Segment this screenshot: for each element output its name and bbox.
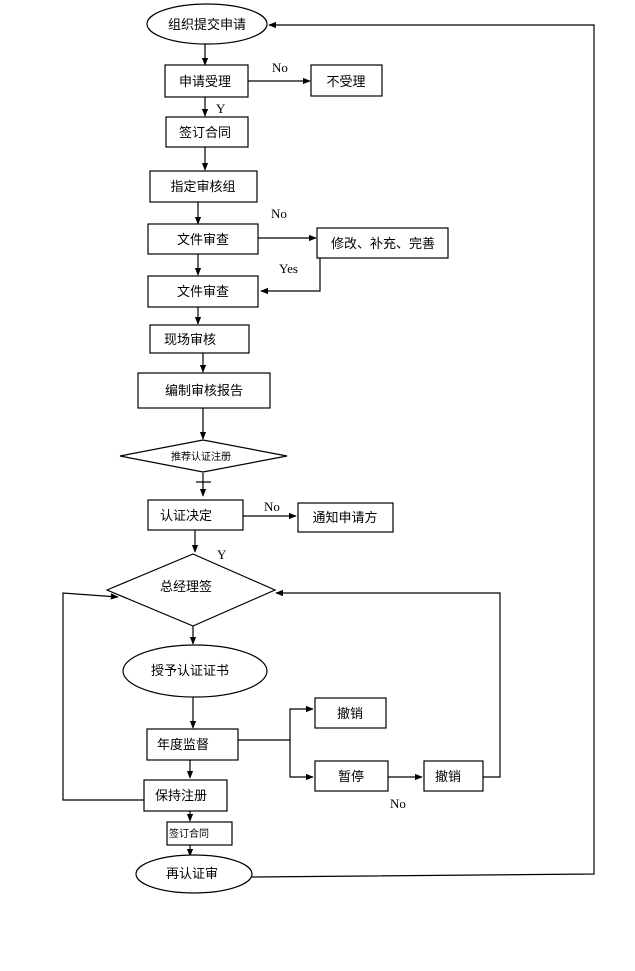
- revoke-1-label: 撤销: [337, 706, 363, 722]
- not-accepted-label: 不受理: [326, 75, 365, 90]
- recertification-label: 再认证审: [166, 867, 218, 882]
- label-no-decision: No: [264, 499, 280, 514]
- maintain-registration-label: 保持注册: [155, 789, 207, 804]
- arrow-supervision-to-revoke: [238, 705, 314, 741]
- recommend-registration-label: 推荐认证注册: [171, 450, 231, 463]
- label-yes-decision: Y: [217, 547, 227, 562]
- box-shape: [143, 779, 228, 812]
- assign-audit-team-label: 指定审核组: [170, 180, 235, 195]
- revise-supplement-label: 修改、补充、完善: [331, 236, 435, 252]
- label-no-accept: No: [272, 60, 288, 75]
- box-shape: [166, 821, 233, 846]
- node-document-review-1: 文件审查: [147, 223, 259, 255]
- box-shape: [316, 227, 449, 259]
- box-shape: [164, 64, 249, 98]
- suspend-label: 暂停: [338, 769, 364, 785]
- node-revise-supplement: 修改、补充、完善: [316, 227, 449, 259]
- box-shape: [147, 223, 259, 255]
- annual-supervision-label: 年度监督: [157, 737, 209, 753]
- node-document-review-2: 文件审查: [147, 275, 259, 308]
- node-accept-application: 申请受理: [164, 64, 249, 98]
- ellipse-shape: [146, 3, 268, 45]
- arrow-revise-to-review2: [260, 258, 321, 295]
- grant-certificate-label: 授予认证证书: [151, 664, 229, 679]
- box-shape: [314, 760, 389, 792]
- document-review-2-label: 文件审查: [177, 285, 229, 300]
- node-prepare-audit-report: 编制审核报告: [137, 372, 271, 409]
- box-shape: [149, 324, 250, 354]
- node-recommend-registration: 推荐认证注册: [119, 439, 288, 473]
- label-no-review: No: [271, 206, 287, 221]
- ellipse-shape: [122, 644, 268, 698]
- node-assign-audit-team: 指定审核组: [149, 170, 258, 203]
- node-sign-contract: 签订合同: [165, 116, 249, 148]
- certification-decision-label: 认证决定: [160, 509, 212, 524]
- box-shape: [147, 499, 244, 531]
- branch-labels: No Y No Yes No Y No: [216, 60, 406, 811]
- ellipse-shape: [135, 854, 253, 894]
- arrow-recert-to-submit: [251, 21, 595, 878]
- onsite-audit-label: 现场审核: [164, 333, 216, 348]
- node-recertification: 再认证审: [135, 854, 253, 894]
- node-certification-decision: 认证决定: [147, 499, 244, 531]
- diamond-shape: [119, 439, 288, 473]
- node-not-accepted: 不受理: [310, 64, 383, 97]
- arrow-revoke2-to-gm: [275, 589, 501, 778]
- node-sign-contract-2: 签订合同: [166, 821, 233, 846]
- node-onsite-audit: 现场审核: [149, 324, 250, 354]
- node-revoke-2: 撤销: [423, 760, 484, 792]
- node-submit-application: 组织提交申请: [146, 3, 268, 45]
- box-shape: [314, 697, 387, 729]
- revoke-2-label: 撤销: [435, 769, 461, 785]
- box-shape: [165, 116, 249, 148]
- label-yes-accept: Y: [216, 101, 226, 116]
- box-shape: [310, 64, 383, 97]
- node-maintain-registration: 保持注册: [143, 779, 228, 812]
- arrow-maintain-to-gm: [62, 592, 144, 801]
- submit-application-label: 组织提交申请: [168, 17, 246, 33]
- node-grant-certificate: 授予认证证书: [122, 644, 268, 698]
- accept-application-label: 申请受理: [179, 75, 231, 90]
- arrow-supervision-to-suspend: [289, 740, 314, 781]
- diamond-shape: [105, 553, 277, 627]
- gm-sign-label: 总经理签: [160, 579, 212, 595]
- box-shape: [147, 275, 259, 308]
- sign-contract-2-label: 签订合同: [169, 827, 209, 840]
- node-revoke-1: 撤销: [314, 697, 387, 729]
- box-shape: [297, 502, 394, 533]
- node-notify-applicant: 通知申请方: [297, 502, 394, 533]
- node-suspend: 暂停: [314, 760, 389, 792]
- label-yes-review: Yes: [279, 261, 298, 276]
- document-review-1-label: 文件审查: [177, 233, 229, 248]
- connectors: [62, 21, 595, 878]
- box-shape: [137, 372, 271, 409]
- sign-contract-label: 签订合同: [179, 125, 231, 141]
- prepare-audit-report-label: 编制审核报告: [165, 384, 243, 399]
- box-shape: [149, 170, 258, 203]
- notify-applicant-label: 通知申请方: [312, 510, 377, 526]
- box-shape: [423, 760, 484, 792]
- node-gm-sign: 总经理签: [105, 553, 277, 627]
- box-shape: [146, 728, 239, 761]
- label-no-suspend: No: [390, 796, 406, 811]
- node-annual-supervision: 年度监督: [146, 728, 239, 761]
